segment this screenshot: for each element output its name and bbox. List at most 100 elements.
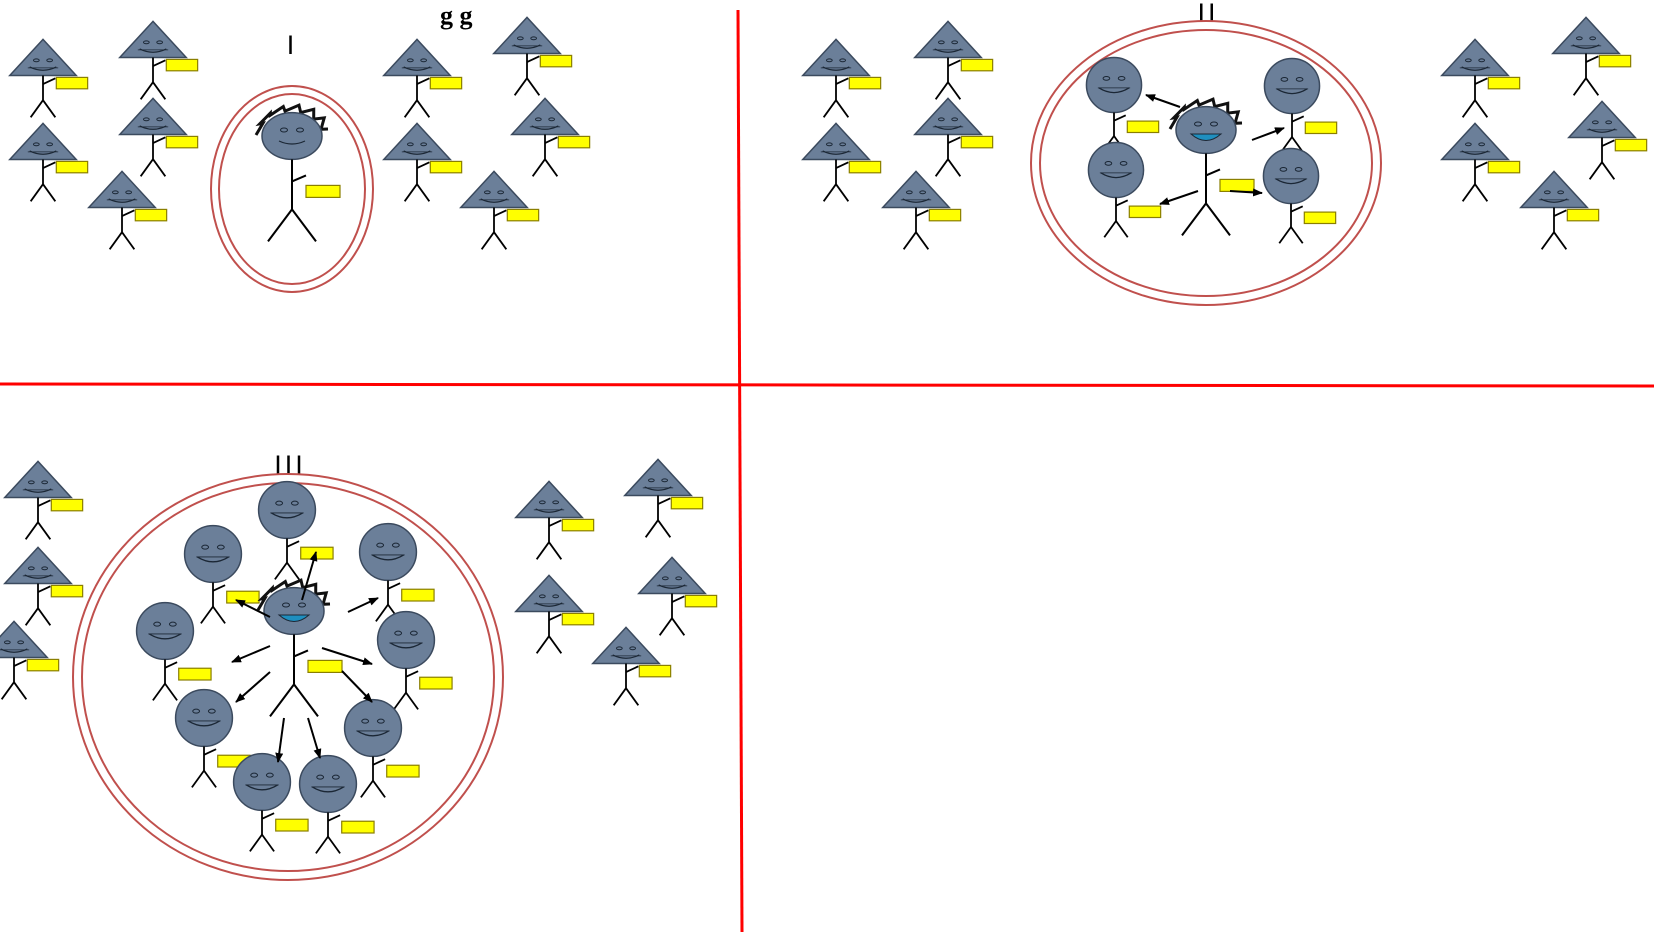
name-badge-icon (562, 613, 593, 624)
name-badge-icon (51, 499, 82, 510)
name-badge-icon (56, 161, 87, 172)
name-badge-icon (961, 136, 992, 147)
triangle-person-icon (10, 123, 88, 201)
round-head-person-icon (137, 603, 211, 701)
triangle-person-icon (915, 21, 993, 99)
triangle-person-icon (1442, 123, 1520, 201)
name-badge-icon (56, 77, 87, 88)
round-head-person-icon (1264, 58, 1336, 153)
triangle-person-icon (10, 39, 88, 117)
triangle-person-icon (883, 171, 961, 249)
panel-II: II (803, 0, 1647, 305)
name-badge-icon (430, 161, 461, 172)
name-badge-icon (308, 660, 342, 672)
name-badge-icon (301, 547, 333, 559)
influence-arrow (348, 598, 378, 612)
name-badge-icon (227, 591, 259, 603)
name-badge-icon (671, 497, 702, 508)
triangle-person-icon (494, 17, 572, 95)
name-badge-icon (849, 161, 880, 172)
triangle-person-icon (89, 171, 167, 249)
title-fragment: g g (440, 1, 473, 30)
triangle-person-icon (120, 21, 198, 99)
leader-person-icon (1170, 99, 1254, 235)
name-badge-icon (849, 77, 880, 88)
name-badge-icon (1488, 77, 1519, 88)
name-badge-icon (135, 209, 166, 220)
round-head-person-icon (1263, 148, 1335, 243)
name-badge-icon (639, 665, 670, 676)
vertical-divider (738, 10, 742, 932)
influence-arrow (278, 718, 284, 762)
triangle-person-icon (516, 481, 594, 559)
name-badge-icon (1129, 206, 1160, 217)
panel-label-III: III (274, 450, 306, 480)
triangle-person-icon (120, 98, 198, 176)
name-badge-icon (306, 185, 340, 197)
influence-arrow (232, 646, 270, 662)
triangle-person-icon (1553, 17, 1631, 95)
name-badge-icon (1305, 122, 1336, 133)
name-badge-icon (166, 59, 197, 70)
name-badge-icon (402, 589, 434, 601)
influence-arrow (1146, 95, 1180, 107)
round-head-person-icon (360, 524, 434, 622)
round-head-person-icon (300, 756, 374, 854)
round-head-person-icon (1088, 142, 1160, 237)
name-badge-icon (1304, 212, 1335, 223)
triangle-person-icon (5, 547, 83, 625)
triangle-person-icon (5, 461, 83, 539)
name-badge-icon (961, 59, 992, 70)
triangle-person-icon (1442, 39, 1520, 117)
name-badge-icon (558, 136, 589, 147)
triangle-person-icon (461, 171, 539, 249)
name-badge-icon (1220, 179, 1254, 191)
round-head-person-icon (259, 482, 333, 580)
name-badge-icon (430, 77, 461, 88)
triangle-person-icon (593, 627, 671, 705)
round-head-person-icon (234, 754, 308, 852)
name-badge-icon (179, 668, 211, 680)
influence-arrow (1252, 128, 1284, 140)
triangle-person-icon (803, 39, 881, 117)
horizontal-divider (0, 384, 1654, 386)
triangle-person-icon (1569, 101, 1647, 179)
name-badge-icon (387, 765, 419, 777)
name-badge-icon (929, 209, 960, 220)
round-head-person-icon (378, 612, 452, 710)
name-badge-icon (1615, 139, 1646, 150)
name-badge-icon (27, 659, 58, 670)
panel-I: I (10, 17, 590, 292)
triangle-person-icon (384, 39, 462, 117)
influence-arrow (308, 718, 320, 758)
triangle-person-icon (803, 123, 881, 201)
name-badge-icon (342, 821, 374, 833)
triangle-person-icon (384, 123, 462, 201)
name-badge-icon (562, 519, 593, 530)
name-badge-icon (276, 819, 308, 831)
name-badge-icon (685, 595, 716, 606)
triangle-person-icon (0, 621, 59, 699)
name-badge-icon (166, 136, 197, 147)
name-badge-icon (1567, 209, 1598, 220)
leader-person-icon (256, 105, 340, 241)
name-badge-icon (51, 585, 82, 596)
name-badge-icon (420, 677, 452, 689)
name-badge-icon (1127, 121, 1158, 132)
triangle-person-icon (625, 459, 703, 537)
name-badge-icon (507, 209, 538, 220)
panel-III: III (0, 450, 717, 880)
name-badge-icon (540, 55, 571, 66)
triangle-person-icon (639, 557, 717, 635)
round-head-person-icon (1086, 57, 1158, 152)
influence-arrow (236, 672, 270, 702)
panel-label-I: I (287, 30, 298, 60)
triangle-person-icon (915, 98, 993, 176)
influence-arrow (1230, 191, 1262, 193)
panel-label-II: II (1197, 0, 1218, 28)
name-badge-icon (1599, 55, 1630, 66)
triangle-person-icon (1521, 171, 1599, 249)
triangle-person-icon (512, 98, 590, 176)
round-head-person-icon (185, 526, 259, 624)
